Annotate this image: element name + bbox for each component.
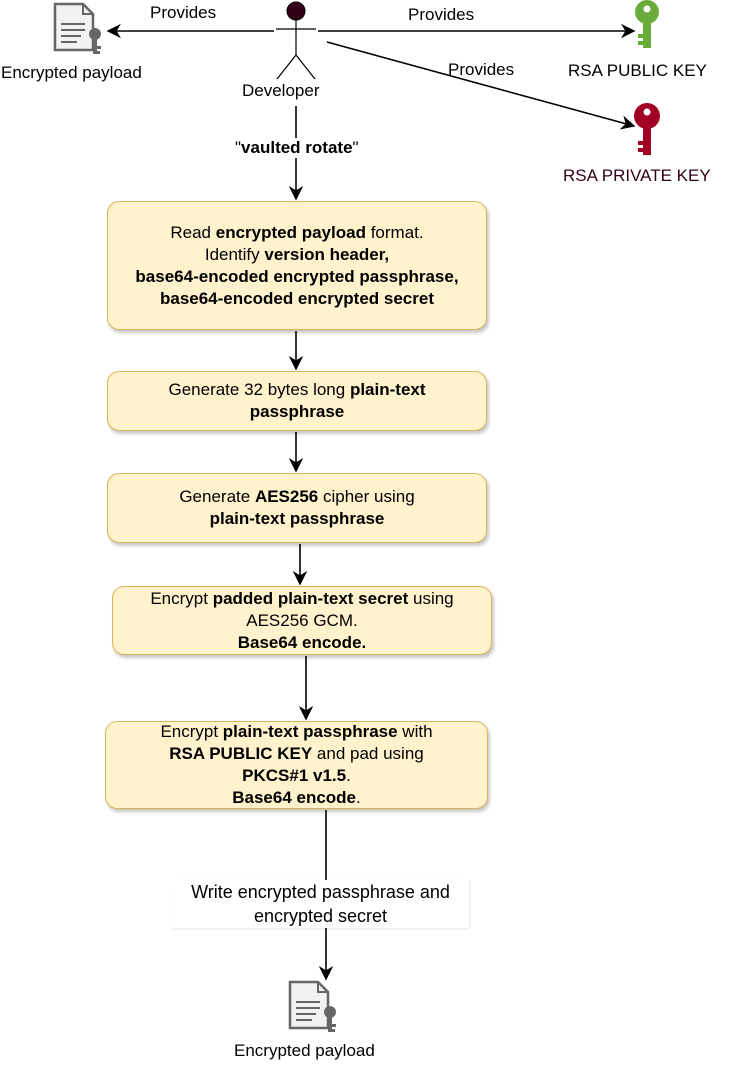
step-generate-passphrase: Generate 32 bytes long plain-text passph… [107,371,487,431]
rsa-public-key-icon [635,0,659,48]
arrow-provides-private-key [326,41,636,130]
encrypted-payload-output-document-icon [288,980,336,1032]
rsa-private-key-icon [634,103,660,155]
encrypted-payload-document-icon [53,2,101,54]
step-read-payload: Read encrypted payload format. Identify … [107,201,487,330]
provides-payload-label: Provides [150,3,217,22]
rsa-private-key-label: RSA PRIVATE KEY [563,166,711,185]
step-encrypt-secret: Encrypt padded plain-text secret using A… [112,586,492,655]
encrypted-payload-bottom-label: Encrypted payload [234,1041,375,1060]
rsa-public-key-label: RSA PUBLIC KEY [568,61,707,80]
write-edge-label: Write encrypted passphrase and encrypted… [172,880,469,928]
command-label: "vaulted rotate" [234,138,360,158]
developer-actor-icon [276,1,316,80]
provides-private-key-label: Provides [448,60,515,79]
provides-public-key-label: Provides [408,5,475,24]
developer-label: Developer [242,81,320,100]
encrypted-payload-top-label: Encrypted payload [1,63,142,82]
step-encrypt-passphrase: Encrypt plain-text passphrase with RSA P… [105,721,488,809]
step-generate-cipher: Generate AES256 cipher using plain-text … [107,473,487,543]
